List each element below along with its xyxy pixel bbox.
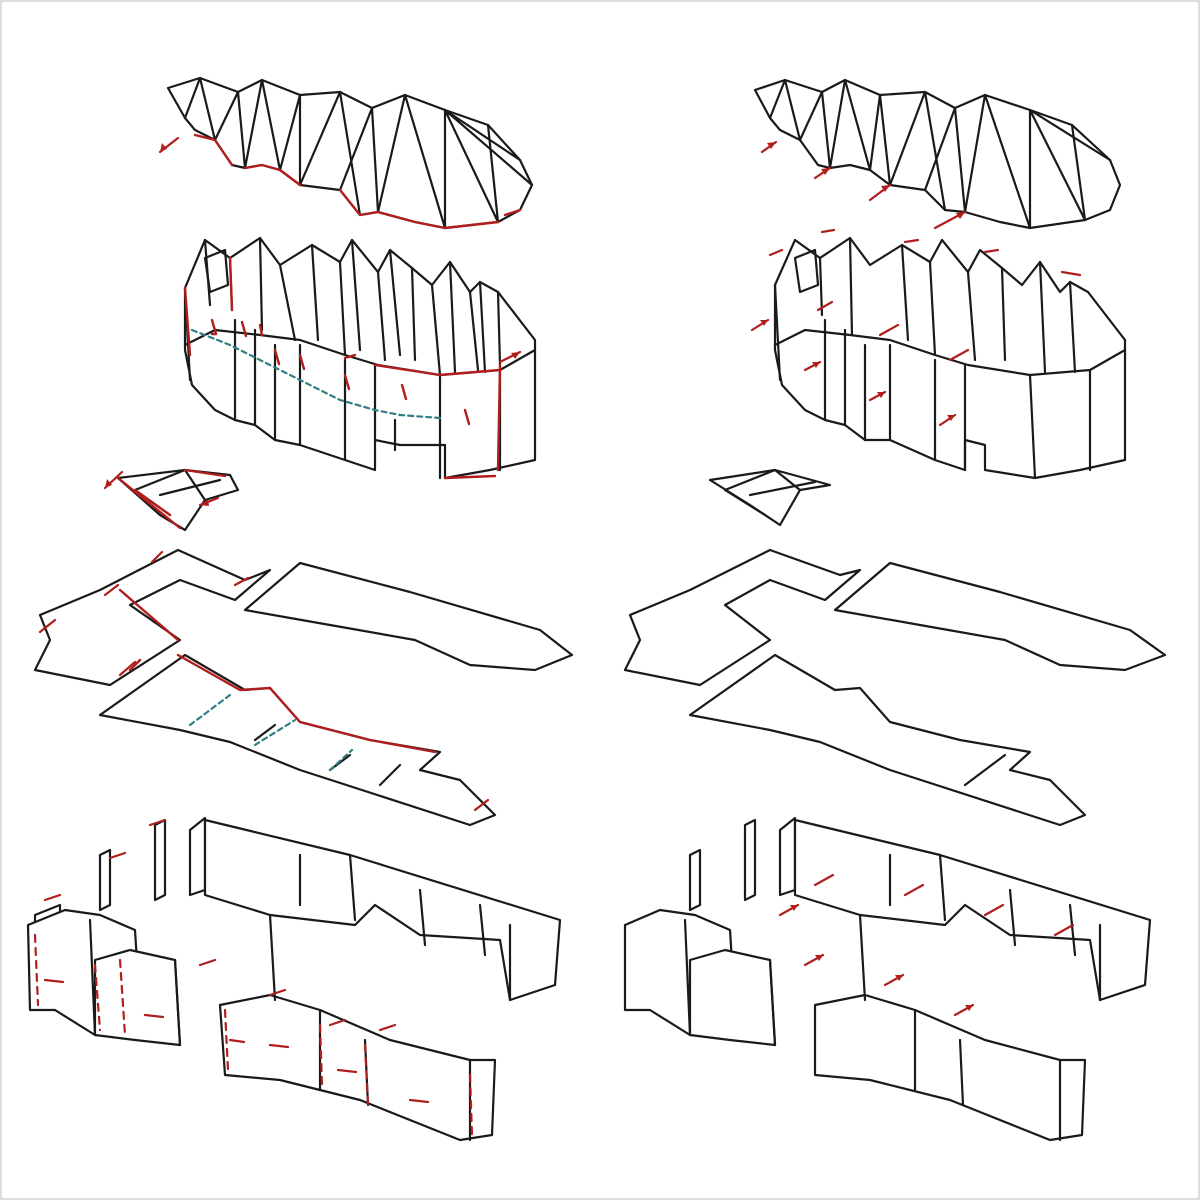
left-floor-plates — [33, 548, 574, 827]
right-ground-walls — [623, 816, 1152, 1142]
right-panel — [623, 78, 1167, 1142]
left-roof — [158, 76, 534, 230]
right-roof — [753, 78, 1122, 230]
left-small-roof-piece — [103, 468, 240, 532]
left-ground-walls — [26, 816, 562, 1142]
right-floor-plates — [623, 548, 1167, 827]
right-upper-walls — [750, 228, 1127, 480]
right-small-roof-piece — [708, 468, 832, 527]
left-panel — [26, 76, 574, 1142]
left-upper-walls — [183, 236, 537, 480]
